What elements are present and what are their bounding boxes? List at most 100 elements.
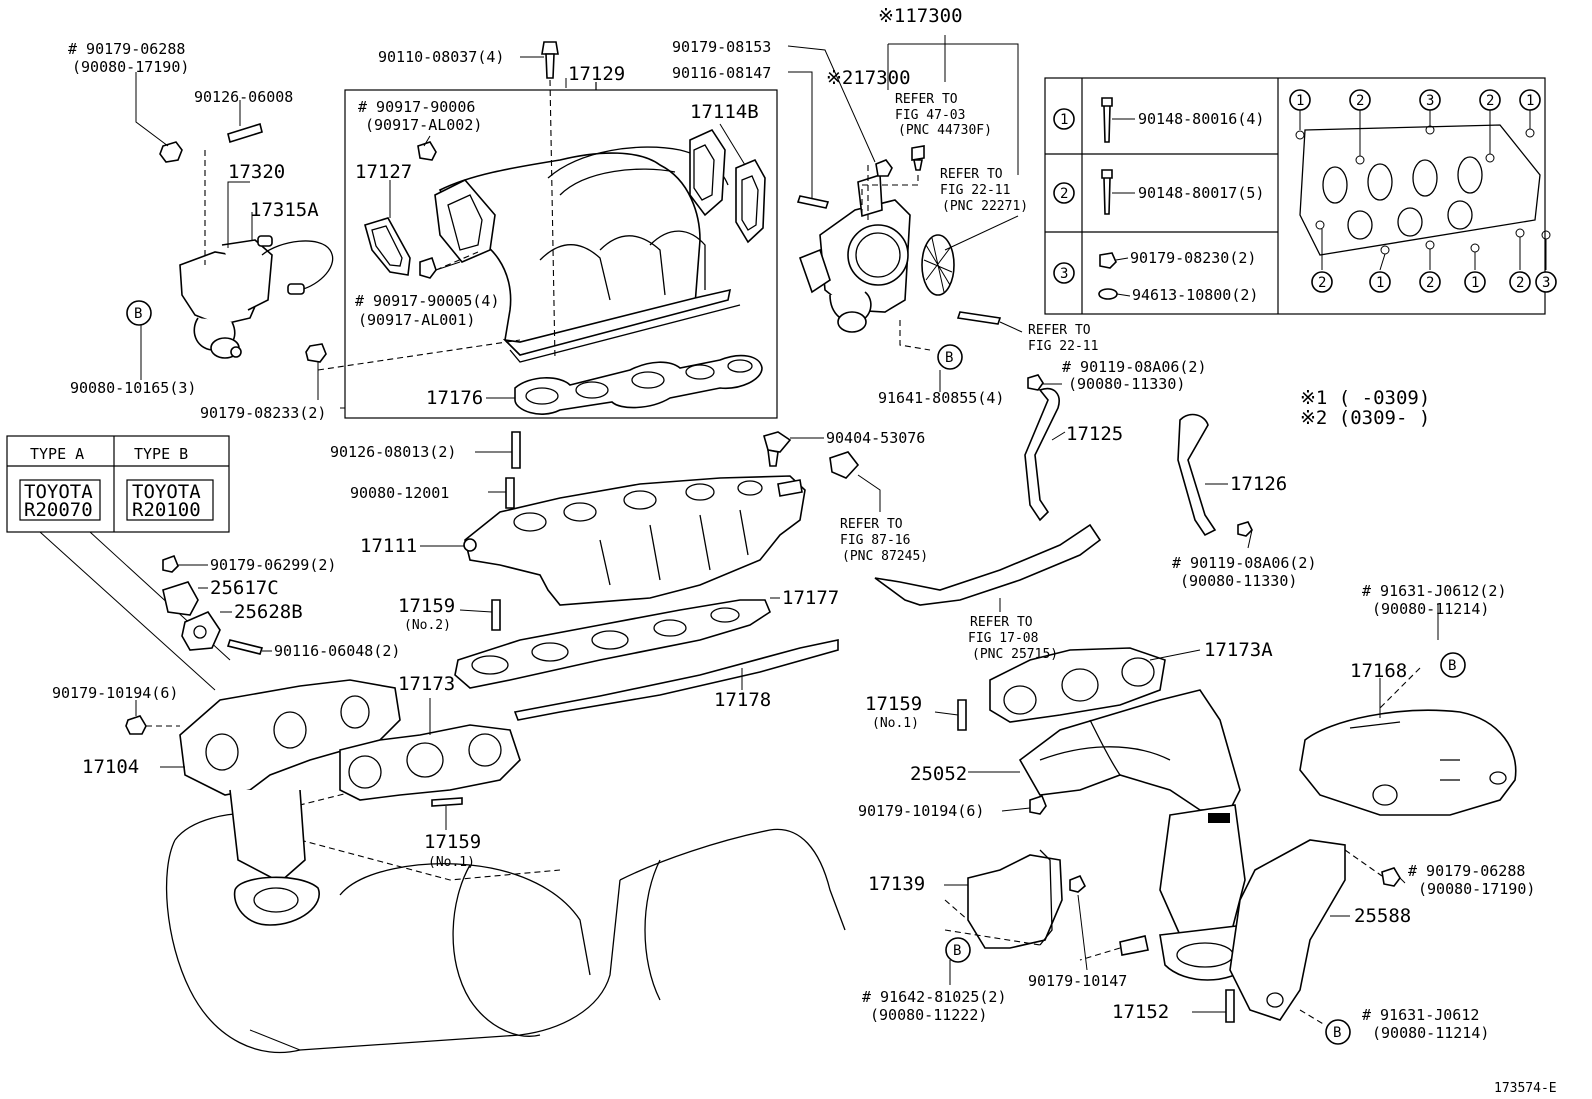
vsv-assembly-17320 — [179, 150, 334, 359]
label-17125: 17125 — [1066, 423, 1123, 445]
manifold-gasket-layout — [1289, 89, 1557, 293]
leader-lines — [135, 35, 1439, 1033]
label-91641-80855: 91641-80855(4) — [878, 389, 1004, 407]
bolt-90119-08A06-a — [1027, 374, 1044, 391]
gasket-17173A — [989, 647, 1166, 723]
throttle-body — [798, 173, 911, 333]
label-ref-47-03-a: REFER TO — [895, 92, 958, 107]
upper-intake-manifold-17129 — [434, 128, 766, 363]
label-17126: 17126 — [1230, 473, 1287, 495]
part-number-labels: # 90179-06288 (90080-17190) 90126-06008 … — [24, 5, 1557, 1096]
label-ref-87-16-a: REFER TO — [840, 517, 903, 532]
sensor-plug — [911, 145, 925, 171]
label-type-a: TYPE A — [30, 445, 84, 463]
circle-b-markers — [126, 300, 1466, 1045]
label-ref-17-08-b: FIG 17-08 — [968, 631, 1038, 646]
label-25588: 25588 — [1354, 905, 1411, 927]
stud-90126-08013 — [511, 431, 521, 469]
label-90179-10194-b: 90179-10194(6) — [858, 802, 984, 820]
label-17159-no2: 17159 — [398, 595, 455, 617]
gasket-25617C — [162, 581, 199, 616]
label-90179-08233: 90179-08233(2) — [200, 404, 326, 422]
label-90179-06288-b: # 90179-06288 — [1408, 862, 1525, 880]
label-25628B: 25628B — [234, 601, 303, 623]
catalytic-converter — [1159, 804, 1251, 981]
label-90080-11214-a: (90080-11214) — [1372, 600, 1489, 618]
layout-bottom-num: 2 — [1426, 275, 1434, 291]
label-17104: 17104 — [82, 756, 139, 778]
label-90917-90006: # 90917-90006 — [358, 98, 475, 116]
label-90179-06299: 90179-06299(2) — [210, 556, 336, 574]
label-117300: ※117300 — [878, 5, 963, 27]
stud-17152 — [1225, 989, 1235, 1023]
label-90119-08A06-b: # 90119-08A06(2) — [1172, 554, 1317, 572]
label-90179-06288-a: # 90179-06288 — [68, 40, 185, 58]
bolt-90110-08037 — [541, 41, 559, 79]
gasket-17177 — [454, 599, 771, 689]
label-toyota-a-2: R20070 — [24, 499, 93, 521]
right-dashes — [944, 667, 1421, 1026]
label-ref-22-11-a: REFER TO — [940, 167, 1003, 182]
fitting-90404-53076 — [763, 431, 860, 479]
exhaust-manifold-25052 — [1018, 689, 1241, 811]
heat-shield-17168 — [1299, 709, 1517, 816]
label-toyota-b-2: R20100 — [132, 499, 201, 521]
label-figure-code: 173574-E — [1494, 1081, 1557, 1096]
label-25617C: 25617C — [210, 577, 279, 599]
engine-block-outline — [165, 789, 846, 1054]
layout-top-num: 1 — [1526, 93, 1534, 109]
layout-bottom-num: 2 — [1318, 275, 1326, 291]
label-17176: 17176 — [426, 387, 483, 409]
label-90116-08147: 90116-08147 — [672, 64, 771, 82]
table-row-2-num: 2 — [1060, 186, 1068, 202]
bolt-90917-90006 — [417, 141, 437, 161]
label-ref-47-03-c: (PNC 44730F) — [898, 123, 992, 138]
gasket-17176 — [514, 354, 763, 415]
type-stamp-box — [6, 435, 231, 691]
nut-90179-10147 — [1069, 874, 1086, 893]
gasket-17178 — [513, 639, 839, 721]
bolt-90119-08A06-b — [1237, 521, 1253, 537]
label-90080-11330-a: (90080-11330) — [1068, 375, 1185, 393]
lower-intake-manifold-17111 — [463, 475, 806, 606]
label-no2: (No.2) — [404, 618, 451, 633]
mesh-screen — [921, 234, 955, 296]
stud-90080-12001 — [505, 477, 515, 509]
gasket-25628B — [181, 610, 221, 651]
layout-top-num: 3 — [1426, 93, 1434, 109]
circle-b-text: B — [953, 943, 961, 959]
refer-17-08-bracket — [874, 523, 1102, 606]
label-91631-J0612-a: # 91631-J0612(2) — [1362, 582, 1507, 600]
o2-sensor — [1079, 935, 1149, 961]
table-row-1-num: 1 — [1060, 112, 1068, 128]
label-90917-AL001: (90917-AL001) — [358, 311, 475, 329]
label-94613-10800: 94613-10800(2) — [1132, 286, 1258, 304]
label-90917-90005: # 90917-90005(4) — [355, 292, 500, 310]
label-90080-12001: 90080-12001 — [350, 484, 449, 502]
layout-bottom-num: 1 — [1376, 275, 1384, 291]
label-toyota-a-1: TOYOTA — [24, 481, 93, 503]
stud-90116-08147 — [796, 195, 830, 209]
label-17173A: 17173A — [1204, 639, 1273, 661]
label-90110-08037: 90110-08037(4) — [378, 48, 504, 66]
bolt-90917-90005 — [419, 256, 437, 279]
label-90080-11330-b: (90080-11330) — [1180, 572, 1297, 590]
label-17168: 17168 — [1350, 660, 1407, 682]
label-217300: ※217300 — [826, 67, 911, 89]
label-90080-17190-b: (90080-17190) — [1418, 880, 1535, 898]
label-90080-11222: (90080-11222) — [870, 1006, 987, 1024]
table-row-3-num: 3 — [1060, 266, 1068, 282]
label-note-2: ※2 (0309- ) — [1300, 407, 1430, 429]
bracket-17125 — [1024, 388, 1060, 522]
label-90080-17190-a: (90080-17190) — [72, 58, 189, 76]
layout-top-num: 2 — [1486, 93, 1494, 109]
label-91642-81025: # 91642-81025(2) — [862, 988, 1007, 1006]
label-90116-06048: 90116-06048(2) — [274, 642, 400, 660]
label-90179-08153: 90179-08153 — [672, 38, 771, 56]
nut-90179-10194-right — [1029, 795, 1047, 815]
label-no1-a: (No.1) — [428, 855, 475, 870]
label-ref-22-11b-a: REFER TO — [1028, 323, 1091, 338]
heat-shield-25588 — [1229, 839, 1346, 1021]
label-ref-17-08-c: (PNC 25715) — [972, 647, 1058, 662]
